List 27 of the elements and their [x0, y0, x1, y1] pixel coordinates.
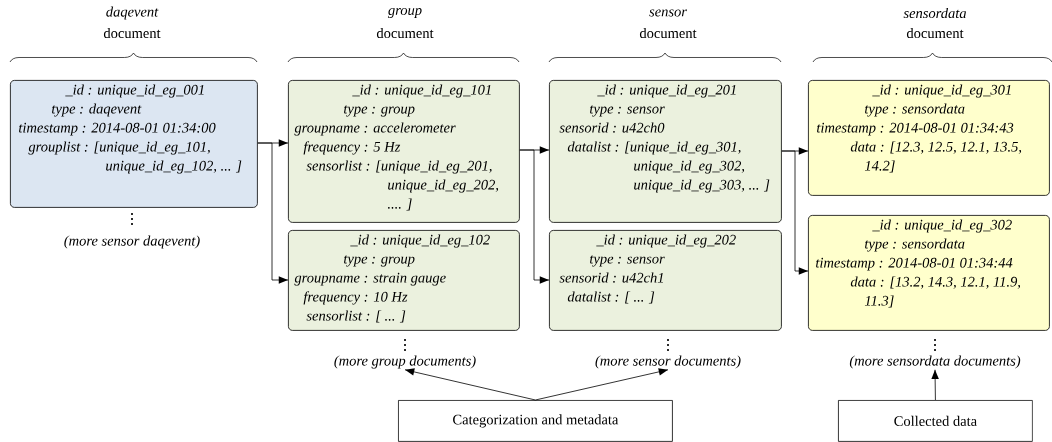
document-box: _id : unique_id_eg_301 type : sensordata timestamp : 2014-08-01 01:34:43 data : [12.3, 12.5, 12.1, 13.5, 14.2]	[808, 80, 1050, 196]
heading-text: document	[103, 27, 161, 39]
heading-text: document	[376, 27, 434, 39]
text-box: Collected data	[838, 400, 1033, 442]
heading-text: (more sensor daqevent)	[64, 235, 200, 249]
document-box: _id : unique_id_eg_101 type : group groupname : accelerometer frequency : 5 Hz sensorlist : [unique_id_eg_201, unique_id_eg_202, .... ]	[288, 80, 520, 223]
caption-text: (more sensordata documents)	[849, 355, 1021, 369]
arrow	[257, 142, 289, 284]
heading-text: document	[639, 27, 697, 39]
heading-text: sensordata	[903, 7, 966, 19]
caption-text: (more group documents)	[334, 355, 476, 369]
caption-text: (more sensor documents)	[595, 355, 741, 369]
heading-text: daqevent	[106, 6, 159, 20]
text-box: Categorization and metadata	[398, 400, 673, 442]
heading-text: group	[387, 8, 422, 18]
heading-text: sensor	[649, 9, 687, 17]
arrow	[931, 369, 939, 401]
arrow	[519, 149, 550, 284]
document-box: _id : unique_id_eg_001 type : daqevent timestamp : 2014-08-01 01:34:00 grouplist : [unique_id_eg_101, unique_id_eg_102, ... ]	[10, 80, 258, 208]
document-box: _id : unique_id_eg_201 type : sensor sensorid : u42ch0 datalist : [unique_id_eg_301, unique_id_eg_302, unique_id_eg_303, ... ]	[549, 80, 782, 223]
arrow	[781, 150, 809, 275]
document-box: _id : unique_id_eg_202 type : sensor sensorid : u42ch1 datalist : [ ... ]	[549, 230, 782, 331]
arrow	[404, 368, 536, 401]
arrow	[535, 368, 669, 401]
document-box: _id : unique_id_eg_102 type : group groupname : strain gauge frequency : 10 Hz sensorlist : [ ... ]	[288, 230, 520, 331]
document-box: _id : unique_id_eg_302 type : sensordata timestamp : 2014-08-01 01:34:44 data : [13.2, 14.3, 12.1, 11.9, 11.3]	[808, 215, 1050, 331]
heading-text: document	[906, 27, 964, 39]
